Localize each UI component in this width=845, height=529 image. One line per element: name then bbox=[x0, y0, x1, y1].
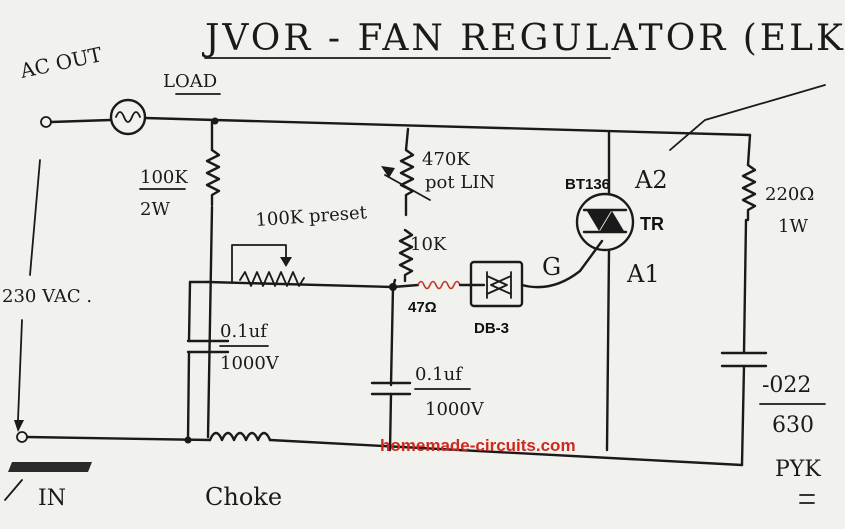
r100k-power: 2W bbox=[140, 199, 170, 220]
supply-label: 230 VAC . bbox=[2, 286, 92, 307]
triac-bt136 bbox=[575, 192, 635, 252]
c2-voltage: 1000V bbox=[425, 399, 485, 420]
diagram-title: JVOR - FAN REGULATOR (ELKOR) bbox=[201, 18, 845, 59]
resistor-220-ohm bbox=[741, 163, 757, 222]
wire-diac-to-gate bbox=[520, 239, 604, 289]
lamp-filament-icon bbox=[115, 111, 141, 123]
preset-arrow-icon bbox=[280, 257, 292, 267]
r-snub-value: 220Ω bbox=[765, 184, 814, 205]
pot-value: 470K bbox=[422, 149, 470, 170]
ac-out-label: AC OUT bbox=[17, 42, 105, 83]
r100k-value: 100K bbox=[140, 167, 188, 188]
c-snub-voltage: 630 bbox=[772, 413, 814, 438]
gate-label: G bbox=[542, 253, 561, 281]
watermark: homemade-circuits.com bbox=[380, 436, 576, 455]
ac-in-label: IN bbox=[38, 486, 66, 511]
c1-voltage: 1000V bbox=[220, 353, 280, 374]
r47-value: 47Ω bbox=[408, 299, 437, 316]
wire-terminal-to-load bbox=[49, 118, 112, 124]
pot-arrow-shaft bbox=[384, 174, 431, 201]
triac-symbol-icon bbox=[587, 211, 624, 231]
r-snub-power: 1W bbox=[778, 216, 808, 237]
diac-symbol-icon bbox=[486, 271, 512, 299]
c-snub-type: PYK bbox=[775, 457, 821, 482]
left-vertical-wire bbox=[206, 205, 214, 439]
top-rail-wire bbox=[213, 118, 752, 137]
scribble-stroke bbox=[4, 479, 23, 501]
wire-snubber-mid bbox=[742, 218, 748, 355]
resistor-100k bbox=[205, 148, 221, 207]
resistor-47-ohm bbox=[417, 280, 461, 290]
arrow-down-icon bbox=[14, 420, 24, 432]
preset-label: 100K preset bbox=[255, 202, 368, 231]
bottom-rail-wire bbox=[268, 438, 744, 467]
r10k-value: 10K bbox=[410, 234, 447, 255]
bottom-left-wire bbox=[25, 435, 212, 442]
resistor-10k bbox=[398, 228, 414, 283]
wire-c1-bottom bbox=[186, 350, 191, 442]
preset-wiper-wire bbox=[231, 244, 287, 283]
pot-note: pot LIN bbox=[425, 172, 495, 193]
pot-arrow-icon bbox=[381, 166, 395, 178]
terminal-bottom-left bbox=[16, 431, 28, 443]
choke-label: Choke bbox=[205, 483, 282, 511]
supply-arrow-up bbox=[29, 159, 41, 276]
wire-c1-top bbox=[187, 280, 192, 343]
potentiometer-470k bbox=[399, 148, 415, 217]
triac-label: BT136 bbox=[565, 176, 610, 193]
wire-pot-top bbox=[404, 127, 410, 152]
scribble-mark bbox=[8, 462, 92, 472]
supply-arrow-down bbox=[17, 319, 23, 421]
check-stroke bbox=[669, 84, 826, 151]
wire-node-to-47 bbox=[391, 283, 420, 289]
c1-value: 0.1uf bbox=[220, 321, 268, 342]
wire-snubber-top bbox=[746, 133, 752, 167]
triac-tag: TR bbox=[640, 214, 664, 234]
terminal-a2: A2 bbox=[634, 166, 668, 194]
terminal-a1: A1 bbox=[626, 260, 660, 288]
junction-dot bbox=[211, 117, 219, 125]
equals-mark bbox=[799, 494, 815, 504]
diac-label: DB-3 bbox=[474, 320, 509, 337]
c2-value: 0.1uf bbox=[415, 364, 463, 385]
wire-a1 bbox=[605, 248, 611, 452]
choke-inductor bbox=[208, 431, 272, 442]
wire-snubber-bottom bbox=[740, 364, 746, 467]
preset-resistor bbox=[239, 271, 305, 287]
c-snub-value: -022 bbox=[762, 373, 811, 398]
wire-c2-bottom bbox=[388, 392, 393, 452]
wire-load-to-node bbox=[143, 116, 217, 122]
terminal-top-left bbox=[40, 116, 52, 128]
wire-node-to-c2 bbox=[389, 285, 395, 387]
load-label: LOAD bbox=[163, 71, 217, 92]
